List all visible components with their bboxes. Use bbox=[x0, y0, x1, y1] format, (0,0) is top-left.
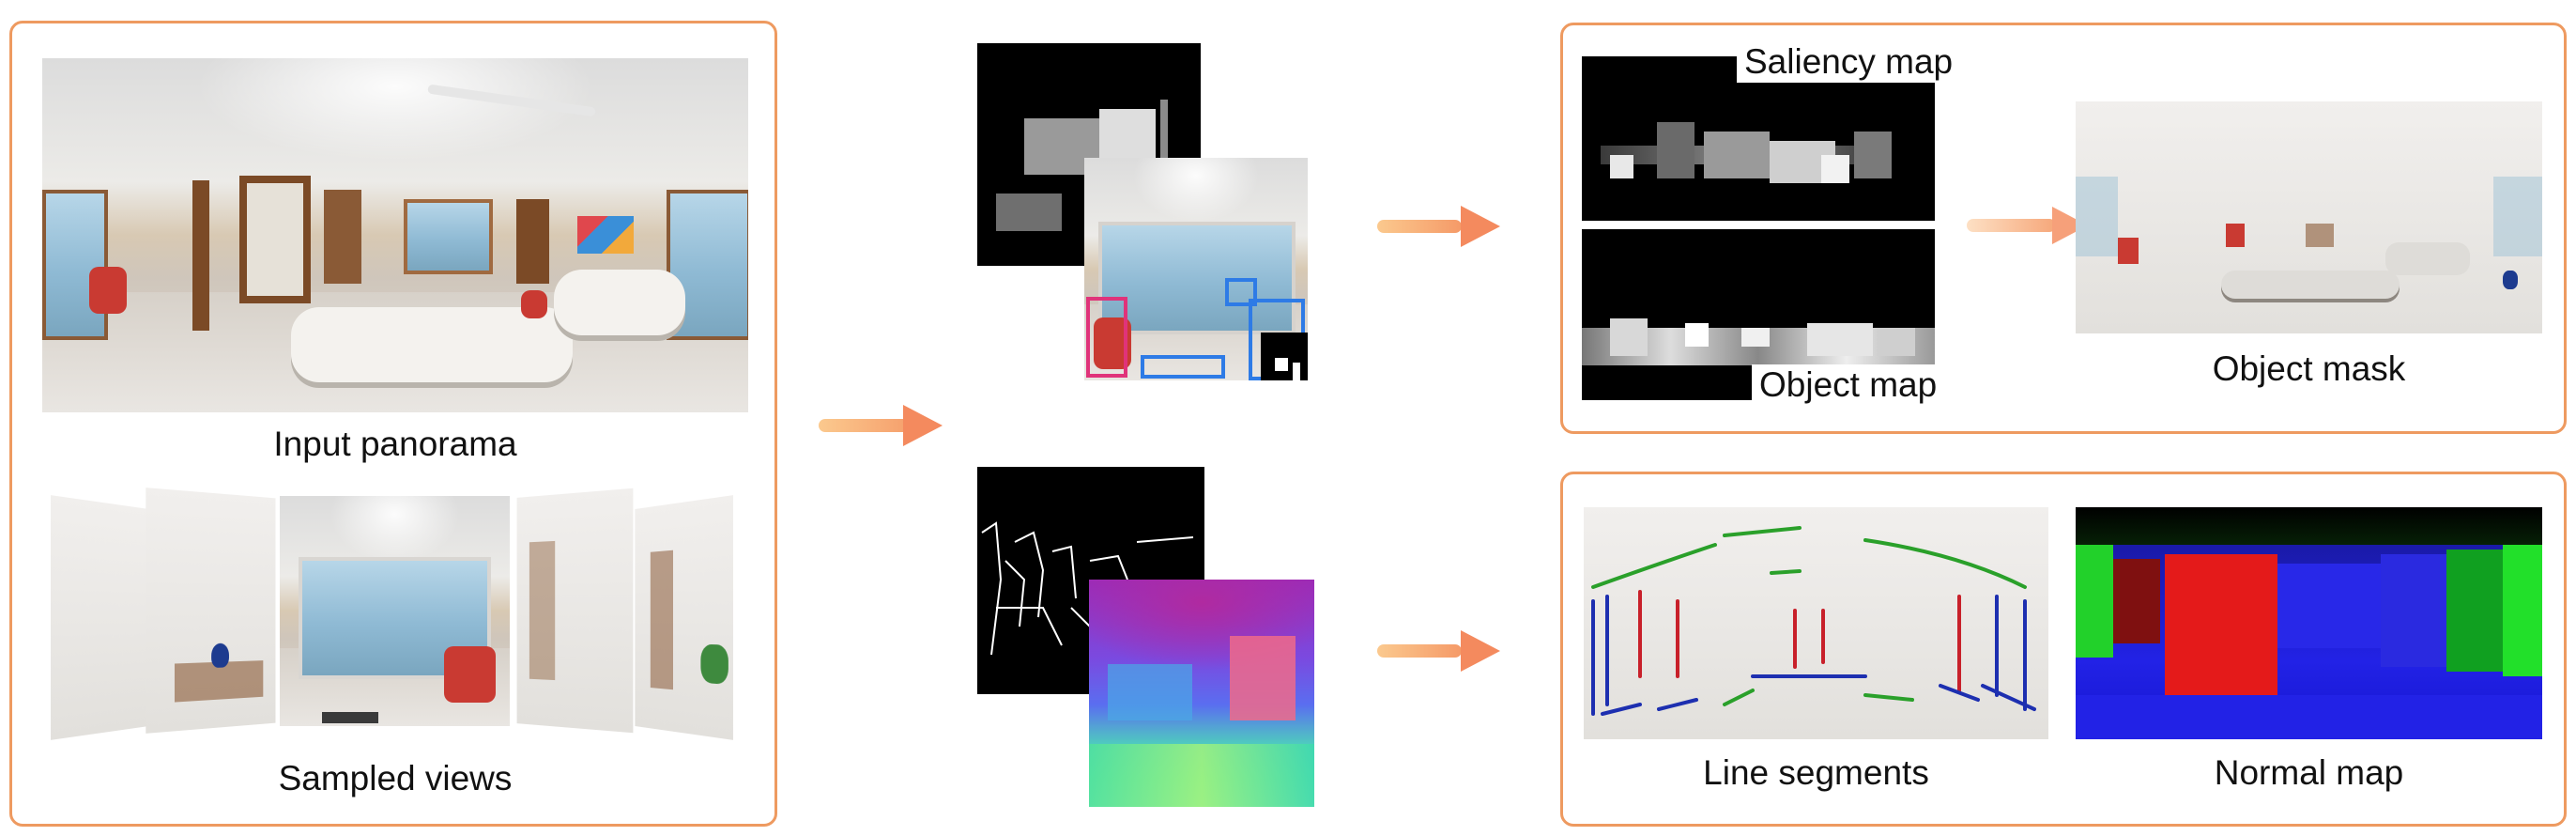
normal-map-caption: Normal map bbox=[2214, 753, 2404, 792]
arrow-4 bbox=[1967, 219, 2056, 232]
middle-detection-photo bbox=[1084, 158, 1308, 380]
middle-normal-thumb bbox=[1089, 580, 1314, 807]
detection-box-blue-1 bbox=[1225, 278, 1257, 306]
input-panorama-caption: Input panorama bbox=[273, 425, 517, 463]
object-map-label: Object map bbox=[1752, 364, 1945, 406]
arrow-3-head bbox=[1461, 630, 1500, 672]
detection-box-pink bbox=[1086, 297, 1127, 378]
arrow-2 bbox=[1377, 220, 1462, 233]
detection-box-blue-2 bbox=[1141, 355, 1225, 379]
sampled-views-caption: Sampled views bbox=[278, 759, 513, 797]
saliency-map-label: Saliency map bbox=[1737, 41, 1961, 83]
sampled-view-4 bbox=[516, 488, 634, 734]
object-mask-image bbox=[2076, 101, 2542, 333]
arrow-2-head bbox=[1461, 206, 1500, 247]
sampled-view-2 bbox=[146, 488, 276, 734]
line-segments-caption: Line segments bbox=[1703, 753, 1929, 792]
arrow-1 bbox=[819, 419, 922, 432]
normal-map-image bbox=[2076, 507, 2542, 739]
sampled-view-center bbox=[280, 496, 510, 726]
saliency-map-image bbox=[1582, 56, 1935, 221]
sampled-view-1 bbox=[51, 495, 149, 740]
arrow-1-head bbox=[903, 405, 943, 446]
sampled-view-5 bbox=[635, 495, 733, 740]
object-mask-caption: Object mask bbox=[2212, 349, 2406, 388]
input-panorama-image bbox=[42, 58, 748, 412]
line-segments-image bbox=[1584, 507, 2048, 739]
arrow-3 bbox=[1377, 644, 1462, 658]
